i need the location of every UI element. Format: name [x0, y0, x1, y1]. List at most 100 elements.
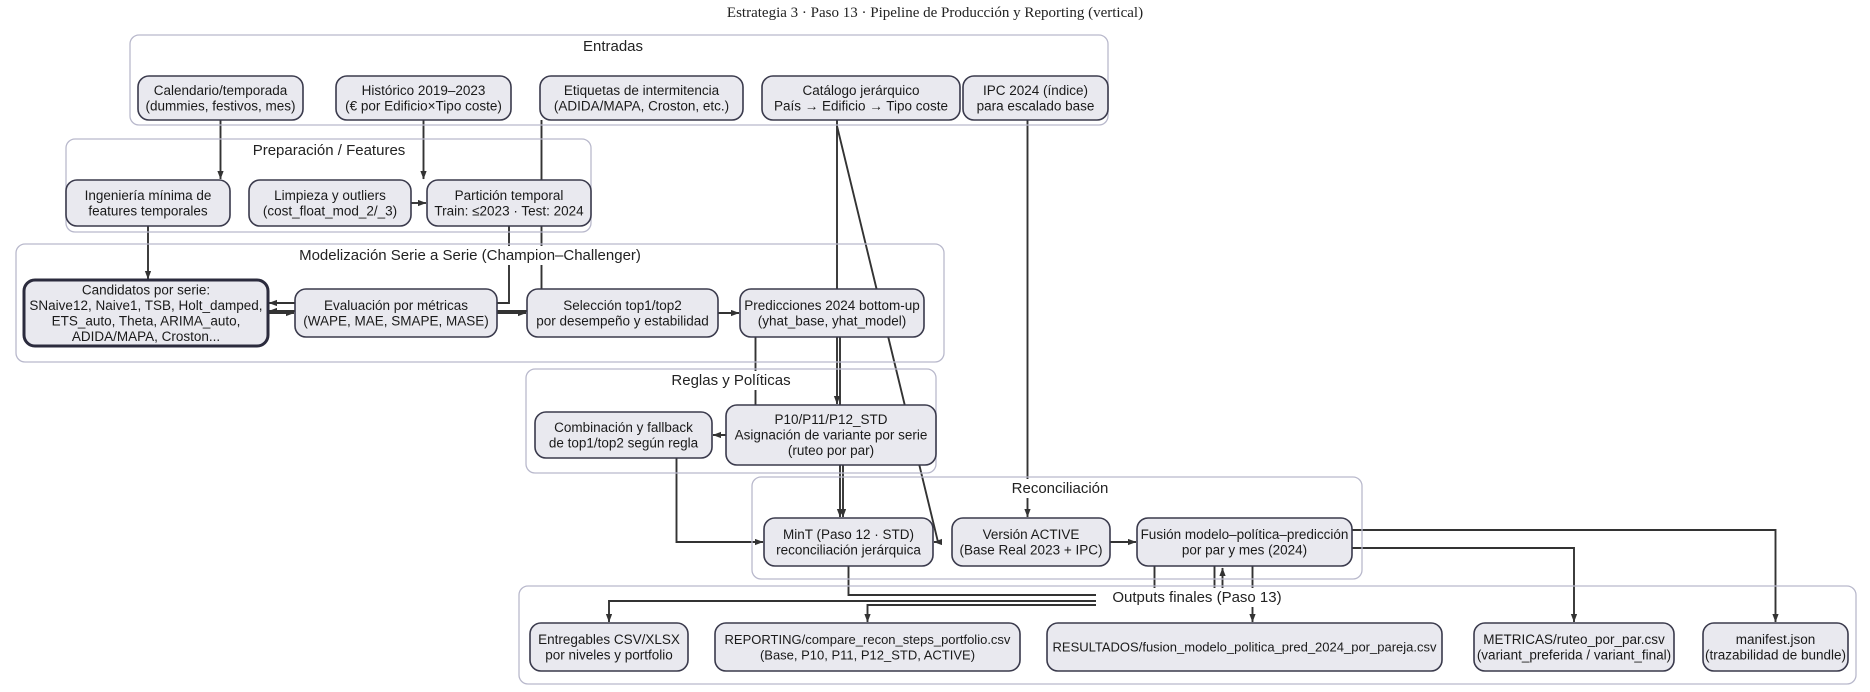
node-box	[763, 517, 934, 567]
node-label-line: Ingeniería mínima de	[85, 188, 212, 203]
edge-mint-fus	[847, 566, 1226, 596]
node-label-line: (cost_float_mod_2/_3)	[263, 203, 397, 218]
node-label-line: Fusión modelo–política–predicción	[1141, 527, 1349, 542]
node-label-line: features temporales	[88, 203, 208, 218]
node-label-line: SNaive12, Naive1, TSB, Holt_damped,	[29, 298, 262, 313]
node-box	[962, 75, 1109, 121]
cluster-label-reglas: Reglas y Políticas	[671, 372, 790, 389]
node-label-line: por par y mes (2024)	[1182, 542, 1307, 557]
cluster-label-prep: Preparación / Features	[253, 142, 406, 159]
node-label-line: MinT (Paso 12 · STD)	[783, 527, 914, 542]
node-box	[526, 288, 719, 338]
nodes-layer: Calendario/temporada(dummies, festivos, …	[22, 75, 1849, 672]
node-label-line: (ADIDA/MAPA, Croston, etc.)	[554, 98, 729, 113]
cluster-recon	[751, 476, 1363, 580]
node-n_o3[interactable]: RESULTADOS/fusion_modelo_politica_pred_2…	[1046, 622, 1443, 672]
node-box	[529, 622, 689, 672]
cluster-label-entradas: Entradas	[583, 38, 643, 55]
node-label-line: REPORTING/compare_recon_steps_portfolio.…	[725, 632, 1011, 647]
cluster-label-bg	[1000, 479, 1120, 498]
node-label-line: (Base, P10, P11, P12_STD, ACTIVE)	[760, 647, 975, 662]
node-label-line: Histórico 2019–2023	[362, 83, 486, 98]
node-label-line: Versión ACTIVE	[983, 527, 1080, 542]
node-box	[1046, 622, 1443, 672]
node-label-line: METRICAS/ruteo_por_par.csv	[1483, 632, 1665, 647]
node-label-line: Limpieza y outliers	[274, 188, 386, 203]
node-label-line: ETS_auto, Theta, ARIMA_auto,	[52, 313, 241, 328]
node-n_etiq[interactable]: Etiquetas de intermitencia(ADIDA/MAPA, C…	[539, 75, 744, 121]
node-label-line: (€ por Edificio×Tipo coste)	[345, 98, 502, 113]
node-label-line: (dummies, festivos, mes)	[145, 98, 295, 113]
node-label-line: Evaluación por métricas	[324, 298, 468, 313]
cluster-label-model: Modelización Serie a Serie (Champion–Cha…	[299, 247, 641, 264]
node-n_o5[interactable]: manifest.json(trazabilidad de bundle)	[1702, 622, 1849, 672]
cluster-label-recon: Reconciliación	[1012, 480, 1109, 497]
cluster-label-bg	[576, 37, 650, 56]
cluster-prep	[65, 138, 592, 233]
node-box	[739, 288, 925, 338]
node-label-line: por niveles y portfolio	[545, 647, 673, 662]
node-label-line: ADIDA/MAPA, Croston...	[72, 329, 220, 344]
node-box	[294, 288, 498, 338]
node-label-line: (Base Real 2023 + IPC)	[960, 542, 1103, 557]
edge-cat-mint	[836, 125, 943, 546]
edge-fus-o1	[605, 566, 1156, 623]
node-box	[137, 75, 304, 121]
node-box	[335, 75, 512, 121]
diagram-title: Estrategia 3 · Paso 13 · Pipeline de Pro…	[727, 5, 1143, 21]
node-n_o2[interactable]: REPORTING/compare_recon_steps_portfolio.…	[714, 622, 1021, 672]
node-n_limp[interactable]: Limpieza y outliers(cost_float_mod_2/_3)	[248, 179, 412, 227]
node-n_ipc[interactable]: IPC 2024 (índice)para escalado base	[962, 75, 1109, 121]
node-label-line: Etiquetas de intermitencia	[564, 83, 720, 98]
node-box	[1473, 622, 1675, 672]
node-label-line: Combinación y fallback	[554, 420, 693, 435]
node-label-line: Partición temporal	[455, 188, 564, 203]
node-n_o4[interactable]: METRICAS/ruteo_por_par.csv(variant_prefe…	[1473, 622, 1675, 672]
node-label-line: Calendario/temporada	[154, 83, 288, 98]
node-label-line: Selección top1/top2	[563, 298, 682, 313]
node-n_cand[interactable]: Candidatos por serie:SNaive12, Naive1, T…	[22, 278, 270, 348]
node-n_pred[interactable]: Predicciones 2024 bottom-up(yhat_base, y…	[739, 288, 925, 338]
node-label-line: RESULTADOS/fusion_modelo_politica_pred_2…	[1053, 640, 1437, 655]
node-label-line: Candidatos por serie:	[82, 282, 210, 297]
node-n_cal[interactable]: Calendario/temporada(dummies, festivos, …	[137, 75, 304, 121]
node-n_eval[interactable]: Evaluación por métricas(WAPE, MAE, SMAPE…	[294, 288, 498, 338]
node-label-line: Train: ≤2023 · Test: 2024	[434, 203, 584, 218]
node-label-line: País → Edificio → Tipo coste	[774, 98, 948, 113]
node-box	[539, 75, 744, 121]
node-box	[426, 179, 592, 227]
node-label-line: (yhat_base, yhat_model)	[758, 313, 907, 328]
cluster-label-outputs: Outputs finales (Paso 13)	[1112, 589, 1281, 606]
node-label-line: Entregables CSV/XLSX	[538, 632, 680, 647]
node-label-line: para escalado base	[977, 98, 1095, 113]
node-box	[761, 75, 961, 121]
node-box	[725, 404, 937, 466]
node-label-line: reconciliación jerárquica	[776, 542, 921, 557]
node-label-line: IPC 2024 (índice)	[983, 83, 1088, 98]
cluster-entradas	[129, 34, 1109, 126]
edge-fus-o5	[1352, 529, 1779, 623]
cluster-model	[15, 243, 945, 363]
node-box	[534, 411, 713, 459]
node-label-line: (ruteo por par)	[788, 443, 874, 458]
cluster-label-bg	[656, 371, 806, 390]
node-n_mint[interactable]: MinT (Paso 12 · STD)reconciliación jerár…	[763, 517, 934, 567]
node-label-line: P10/P11/P12_STD	[774, 412, 887, 427]
node-n_act[interactable]: Versión ACTIVE(Base Real 2023 + IPC)	[951, 517, 1111, 567]
node-n_hist[interactable]: Histórico 2019–2023(€ por Edificio×Tipo …	[335, 75, 512, 121]
node-label-line: por desempeño y estabilidad	[536, 313, 709, 328]
node-label-line: (trazabilidad de bundle)	[1705, 647, 1846, 662]
node-box	[714, 622, 1021, 672]
node-label-line: de top1/top2 según regla	[549, 435, 699, 450]
node-box	[248, 179, 412, 227]
